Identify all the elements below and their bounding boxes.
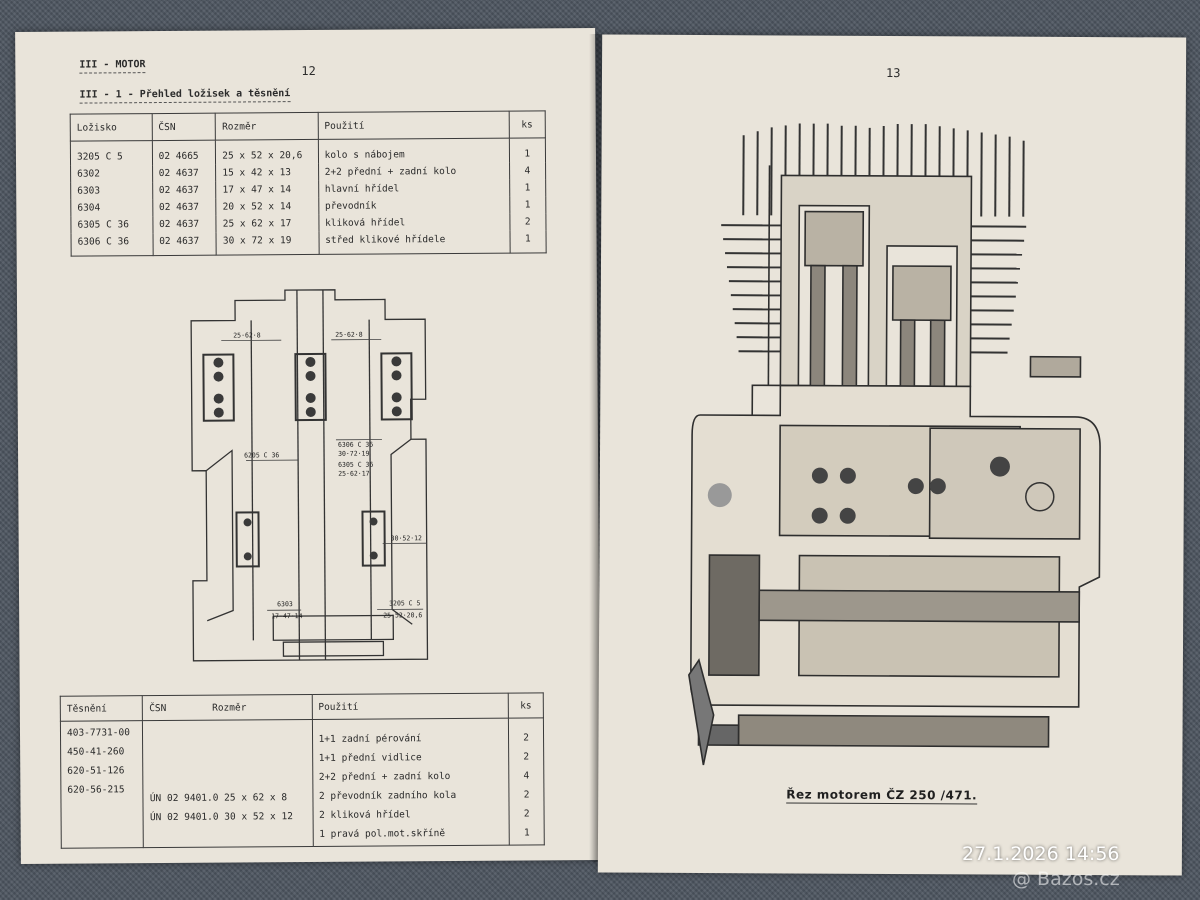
cell-csn: 02 4637 [152,215,217,234]
dim-label: 6305 C 36 [338,461,373,469]
col-header-ks: ks [508,692,544,719]
cell-rozmer: 25 x 52 x 20,6 [215,139,319,165]
figure-caption: Řez motorem ČZ 250 /471. [786,787,978,805]
cell-tesneni-list: 403-7731-00 450-41-260 620-51-126 620-56… [60,720,144,849]
bearing-layout-diagram: 25·62·8 25·62·8 6205 C 36 6306 C 36 30·7… [190,289,429,662]
page-number-right: 13 [885,65,901,81]
cell-ks: 1 [509,230,547,254]
cell-pouziti: střed klikové hřídele [318,230,510,255]
table-row: 3205 C 5 02 4665 25 x 52 x 20,6 kolo s n… [70,137,546,166]
cell-ks: 1 [509,196,546,214]
seals-table: Těsnění ČSN Rozměr Použití ks 403-7731-0… [60,692,545,849]
right-page: 13 [597,34,1187,876]
site-watermark: @ Bazos.cz [1012,868,1120,890]
cell-lozisko: 6303 [70,182,153,200]
dim-label: 6306 C 36 [338,441,373,449]
bearings-table: Ložisko ČSN Rozměr Použití ks 3205 C 5 0… [70,110,547,257]
cell-csn: 02 4637 [152,198,217,217]
cell-pouziti: kolo s nábojem [317,138,510,164]
cell-ks: 1 [508,137,546,163]
dim-label: 25·62·8 [335,331,363,339]
dim-label: 25·62·17 [338,470,369,478]
cell-csn-rozmer-list: ÚN 02 9401.0 25 x 62 x 8 ÚN 02 9401.0 30… [142,719,313,848]
cell-pouziti: hlavní hřídel [318,179,510,198]
section-heading: III - 1 - Přehled ložisek a těsnění [79,88,291,104]
chapter-heading: III - MOTOR [79,59,146,74]
cell-pouziti: převodník [318,196,510,215]
cell-csn: 02 4637 [152,181,217,200]
table-row: 6306 C 36 02 4637 30 x 72 x 19 střed kli… [71,230,547,257]
engine-cross-section-diagram [688,123,1101,766]
cell-rozmer: 30 x 72 x 19 [216,231,319,256]
col-header-pouziti: Použití [311,693,509,720]
cell-ks-list: 2 2 4 2 2 1 [508,717,545,846]
cell-pouziti: kliková hřídel [318,213,510,232]
dim-label: 30·72·19 [338,450,369,458]
cell-pouziti-list: 1+1 zadní pérování 1+1 přední vidlice 2+… [311,718,510,847]
photo-timestamp: 27.1.2026 14:56 [962,843,1120,865]
col-header-tesneni: Těsnění [60,695,143,722]
cell-rozmer: 25 x 62 x 17 [216,214,319,233]
cell-lozisko: 3205 C 5 [70,140,153,166]
col-header-lozisko: Ložisko [70,113,152,142]
cylinder-fins-side [721,224,1027,354]
cell-csn: 02 4637 [152,164,216,183]
cell-csn: 02 4665 [151,140,216,166]
cell-ks: 1 [509,179,546,197]
dim-label: 25·62·8 [233,331,261,339]
cell-lozisko: 6306 C 36 [71,233,153,257]
col-header-csn: ČSN [151,113,216,141]
cell-lozisko: 6304 [70,199,153,217]
table-row: 403-7731-00 450-41-260 620-51-126 620-56… [60,717,545,849]
page-number-left: 12 [301,63,316,79]
dim-label: 3205 C 5 [389,599,420,607]
left-page: 12 III - MOTOR III - 1 - Přehled ložisek… [15,27,601,865]
dim-label: 25·52·20,6 [383,611,422,619]
dim-label: 30·52·12 [391,534,422,542]
cell-lozisko: 6305 C 36 [70,216,153,234]
cell-lozisko: 6302 [70,165,153,183]
dim-label: 6205 C 36 [244,451,279,459]
cell-ks: 4 [509,162,546,180]
cell-ks: 2 [509,213,547,231]
cell-rozmer: 17 x 47 x 14 [215,180,319,199]
col-header-csn-rozmer: ČSN Rozměr [142,694,312,721]
col-header-ks: ks [508,110,546,139]
cell-rozmer: 20 x 52 x 14 [216,197,319,216]
dim-label: 17·47·14 [271,612,302,620]
dim-label: 6303 [277,600,293,608]
cell-pouziti: 2+2 přední + zadní kolo [318,162,510,181]
cell-csn: 02 4637 [152,232,217,256]
col-header-rozmer: Rozměr [215,112,318,141]
col-header-pouziti: Použití [317,111,509,140]
cell-rozmer: 15 x 42 x 13 [215,163,319,182]
